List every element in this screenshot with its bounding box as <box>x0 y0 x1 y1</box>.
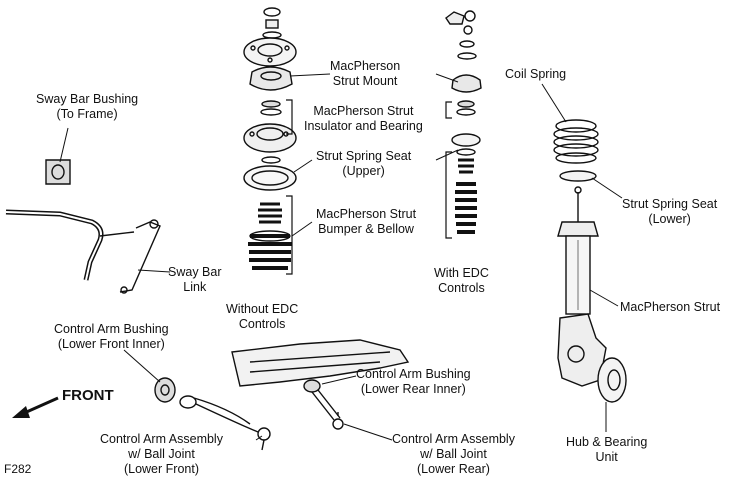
spring-seat-lower <box>559 170 597 182</box>
control-arm-front <box>179 395 271 451</box>
label-strut: MacPherson Strut <box>620 300 721 314</box>
sway-bar-link <box>119 219 161 294</box>
strut-mount-left <box>243 7 297 91</box>
label-spring-seat-lower: Strut Spring Seat(Lower) <box>622 197 718 226</box>
label-ca-bushing-rear: Control Arm Bushing(Lower Rear Inner) <box>356 367 471 396</box>
label-sway-bar-bushing: Sway Bar Bushing(To Frame) <box>36 92 139 121</box>
sway-bar <box>5 209 135 281</box>
leader-lines <box>59 73 623 441</box>
control-arm-bushing-rear <box>303 379 321 393</box>
figure-code: F282 <box>4 462 32 476</box>
control-arm-rear <box>311 389 344 430</box>
insulator-bearing-left <box>243 100 297 164</box>
brackets <box>286 99 452 275</box>
insulator-bearing-right <box>451 100 481 156</box>
control-arm-bushing-front <box>154 377 176 403</box>
macpherson-strut <box>557 186 599 315</box>
front-arrow <box>12 396 59 418</box>
sway-bar-bushing <box>45 159 71 185</box>
strut-mount-right <box>445 10 482 93</box>
hub-bearing-unit <box>557 313 627 403</box>
label-ca-bushing-front: Control Arm Bushing(Lower Front Inner) <box>54 322 169 351</box>
bumper-bellow-left <box>248 202 292 270</box>
spring-seat-upper-left <box>243 165 297 191</box>
front-label: FRONT <box>62 387 114 404</box>
bumper-bellow-right <box>455 158 477 234</box>
label-coil-spring: Coil Spring <box>505 67 567 81</box>
subframe-crossmember <box>231 339 410 387</box>
coil-spring <box>553 119 599 164</box>
label-spring-seat-upper: Strut Spring Seat(Upper) <box>316 149 412 178</box>
